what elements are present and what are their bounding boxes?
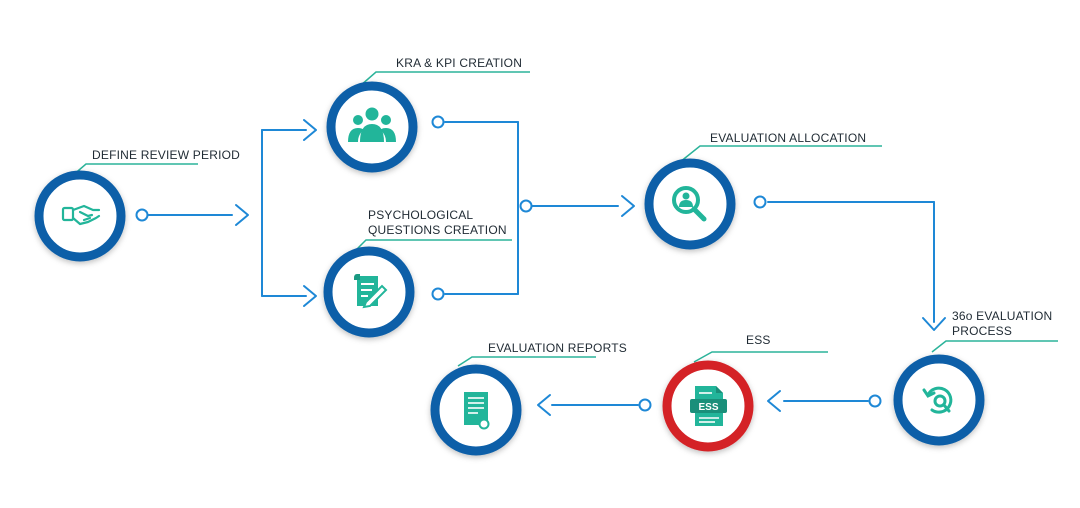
connector-split-bracket	[261, 119, 317, 307]
label-underline	[693, 351, 828, 363]
step-label-kra: KRA & KPI CREATION	[396, 56, 523, 70]
step-label-define: DEFINE REVIEW PERIOD	[92, 148, 241, 162]
document-pen-icon	[354, 274, 388, 309]
connector-merge-bracket	[444, 121, 519, 295]
connector-allocation-to-360	[767, 201, 946, 331]
step-define-review-period	[34, 170, 126, 262]
connector-dot	[868, 394, 882, 408]
connector-dot	[431, 115, 445, 129]
ess-document-icon	[690, 386, 727, 426]
ess-badge-text: ESS	[698, 402, 718, 413]
step-label-psych: PSYCHOLOGICAL QUESTIONS CREATION	[368, 208, 507, 238]
handshake-icon	[61, 204, 101, 226]
step-360-evaluation-process	[893, 354, 985, 446]
connector-dot	[753, 195, 767, 209]
cycle-icon	[922, 386, 953, 414]
connector-360-to-ess	[767, 390, 869, 412]
team-icon	[348, 107, 396, 142]
step-label-reports: EVALUATION REPORTS	[488, 341, 627, 355]
step-label-360-line1: 36o EVALUATION	[952, 309, 1053, 323]
connector-define-to-split	[147, 204, 249, 226]
step-label-ess: ESS	[746, 333, 771, 347]
step-label-psych-line2: QUESTIONS CREATION	[368, 223, 507, 237]
connector-ess-to-reports	[537, 394, 639, 416]
connector-dot	[431, 287, 445, 301]
connector-dot	[519, 199, 533, 213]
certificate-icon	[464, 392, 490, 430]
step-label-360-line2: PROCESS	[952, 324, 1013, 338]
label-underline	[679, 145, 882, 163]
step-psychological-questions-creation	[323, 246, 415, 338]
step-kra-kpi-creation	[326, 81, 418, 173]
step-evaluation-reports	[430, 364, 522, 456]
label-underline	[457, 356, 596, 367]
step-label-allocation: EVALUATION ALLOCATION	[710, 131, 867, 145]
connector-dot	[135, 208, 149, 222]
step-label-psych-line1: PSYCHOLOGICAL	[368, 208, 474, 222]
step-ess: ESS	[662, 360, 754, 452]
step-evaluation-allocation	[644, 158, 736, 250]
label-underline	[931, 340, 1058, 353]
connector-merge-to-allocation	[531, 195, 635, 217]
connector-dot	[638, 398, 652, 412]
step-label-360: 36o EVALUATION PROCESS	[952, 309, 1052, 339]
label-underline	[359, 71, 530, 87]
magnifier-person-icon	[672, 186, 707, 222]
